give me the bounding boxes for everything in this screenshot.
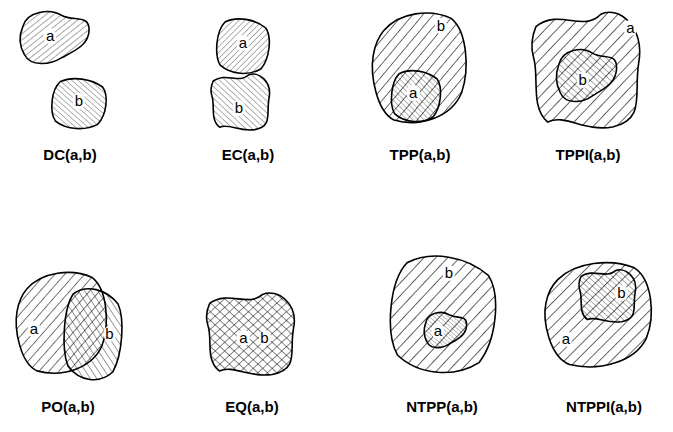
region-outline [421, 310, 469, 352]
region-outline [60, 284, 126, 384]
region-blob: a [388, 68, 444, 124]
relation-caption: NTPPI(a,b) [566, 398, 642, 415]
region-letter: b [258, 330, 270, 346]
region-letter: a [28, 321, 40, 337]
relation-caption: EQ(a,b) [225, 398, 278, 415]
region-blob: b [578, 268, 640, 324]
region-blob: ab [205, 290, 301, 378]
region-letter: b [103, 326, 115, 342]
relation-caption: PO(a,b) [41, 398, 94, 415]
region-letter: b [73, 93, 85, 109]
region-blob: a [213, 16, 273, 76]
region-blob: ab [540, 256, 658, 374]
region-letter: a [44, 28, 56, 44]
relation-caption: TPP(a,b) [390, 146, 451, 163]
region-letter: a [237, 330, 249, 346]
region-letter: b [435, 18, 447, 34]
region-blob: ba [383, 250, 503, 378]
region-letter: a [624, 20, 636, 36]
region-letter: b [576, 72, 588, 88]
region-letter: a [432, 323, 444, 339]
region-blob: ba [368, 6, 472, 130]
region-letter: b [233, 100, 245, 116]
region-letter: b [615, 285, 627, 301]
relation-caption: DC(a,b) [43, 146, 96, 163]
region-blob: b [552, 46, 620, 108]
region-letter: b [443, 265, 455, 281]
relation-caption: TPPI(a,b) [555, 146, 620, 163]
region-blob: b [48, 76, 110, 131]
relation-caption: NTPP(a,b) [406, 398, 478, 415]
region-blob: a [15, 8, 93, 70]
region-letter: a [237, 35, 249, 51]
region-letter: a [407, 85, 419, 101]
region-blob: b [60, 284, 126, 384]
region-letter: a [560, 331, 572, 347]
region-blob: ab [530, 8, 648, 132]
region-blob: b [210, 72, 274, 132]
region-outline [578, 268, 640, 324]
region-blob: a [421, 310, 469, 352]
relation-caption: EC(a,b) [222, 146, 275, 163]
region-outline [205, 290, 301, 378]
